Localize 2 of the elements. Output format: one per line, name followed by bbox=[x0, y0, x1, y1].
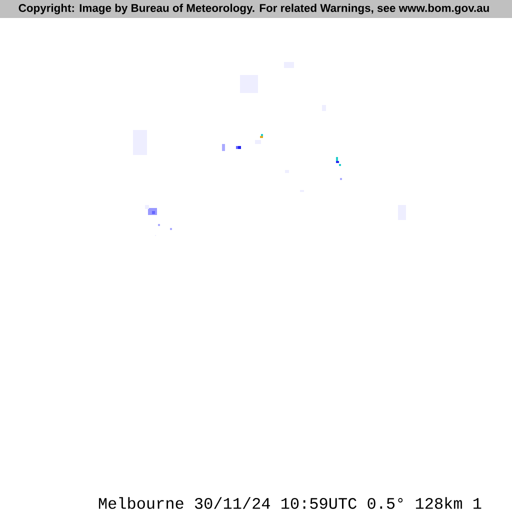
radar-caption: Melbourne 30/11/24 10:59UTC 0.5° 128km 1 bbox=[98, 497, 482, 509]
header-bar: Copyright: Image by Bureau of Meteorology. For related Warnings, see www.bom.gov.au bbox=[0, 0, 512, 18]
